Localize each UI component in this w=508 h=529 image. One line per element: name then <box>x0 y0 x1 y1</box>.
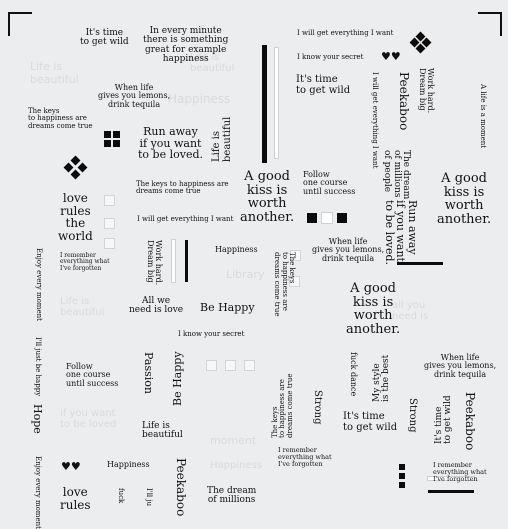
black-bar <box>262 45 267 163</box>
black-bar <box>428 477 474 480</box>
sticker-phrase: Be Happy <box>171 351 184 406</box>
embossed-text: Library <box>226 268 265 281</box>
sticker-phrase: Peekaboo <box>463 392 477 451</box>
sticker-phrase: It's time to get wild <box>296 74 351 96</box>
sticker-phrase: Happiness <box>107 460 150 469</box>
sticker-phrase: Hope <box>31 404 44 434</box>
embossed-text: if you want to be loved <box>60 408 117 430</box>
sticker-phrase: A good kiss is worth another. <box>346 281 401 337</box>
sticker-phrase: I remember everything what I've forgotte… <box>433 461 487 483</box>
sticker-phrase: When life gives you lemons, drink tequil… <box>312 237 385 263</box>
embossed-text: Life is beautiful <box>30 60 79 86</box>
clear-square <box>289 276 300 287</box>
sticker-phrase: Run away if you want to be loved. <box>138 125 203 162</box>
sticker-phrase: Enjoy every moment <box>35 248 43 321</box>
sticker-phrase: A life is a moment <box>479 84 487 149</box>
sticker-phrase: Life is beautiful <box>211 116 233 162</box>
black-bar <box>185 240 188 282</box>
sticker-phrase: It's time to get wild <box>80 28 129 48</box>
sticker-phrase: love rules <box>60 485 91 512</box>
sticker-phrase: When life gives you lemons, drink tequil… <box>98 83 171 109</box>
crop-mark-top-left <box>8 12 32 36</box>
sticker-phrase: Work hard. Dream big <box>417 68 435 114</box>
black-square <box>399 482 405 488</box>
sticker-phrase: I know your secret <box>178 330 245 338</box>
embossed-text: Happiness <box>168 92 231 106</box>
heart-icon: ♥♥ <box>61 460 81 473</box>
crop-mark-top-right <box>478 12 502 36</box>
sticker-phrase: All we need is love <box>129 296 184 316</box>
black-bar <box>275 48 278 158</box>
black-square <box>322 213 332 223</box>
clear-square <box>290 250 301 261</box>
clear-square <box>104 218 115 229</box>
black-square <box>399 464 405 470</box>
sticker-phrase: I remember everything what I've forgotte… <box>278 446 332 468</box>
embossed-text: all you need is <box>392 300 429 322</box>
diamond-shape <box>70 155 81 166</box>
sticker-phrase: The keys to happiness are dreams come tr… <box>28 107 93 130</box>
embossed-text: Life is beautiful <box>60 296 105 318</box>
black-square <box>307 213 317 223</box>
black-square <box>399 473 405 479</box>
diamond-shape <box>63 162 74 173</box>
sticker-phrase: The keys to happiness are dreams come tr… <box>136 180 229 196</box>
sticker-phrase: Peekaboo <box>397 72 411 131</box>
black-bar <box>397 262 443 265</box>
black-square <box>113 131 120 138</box>
sticker-phrase: Work hard. Dream big <box>145 240 163 286</box>
embossed-text: Happiness <box>210 460 263 471</box>
clear-square <box>104 195 115 206</box>
embossed-text: Life is beautiful <box>190 52 235 74</box>
sticker-phrase: My style is the best <box>372 354 392 402</box>
sticker-phrase: Follow one course until success <box>303 170 356 196</box>
sticker-phrase: When life gives you lemons, drink tequil… <box>424 353 497 379</box>
sticker-phrase: I know your secret <box>297 53 364 61</box>
clear-square <box>206 360 217 371</box>
black-bar <box>428 490 474 493</box>
sticker-phrase: Passion <box>142 352 155 394</box>
sticker-phrase: I will get everything I want <box>297 29 394 37</box>
sticker-phrase: I'll just be happy <box>34 337 42 397</box>
clear-square <box>244 360 255 371</box>
diamond-shape <box>70 169 81 180</box>
sticker-phrase: love rules the world <box>58 191 93 243</box>
sticker-phrase: In every minute there is something great… <box>143 26 229 65</box>
sticker-phrase: Happiness <box>215 245 258 254</box>
black-square <box>113 140 120 147</box>
sticker-phrase: I remember everything what I've forgotte… <box>60 252 110 272</box>
sticker-phrase: It's time to get wild <box>343 411 398 433</box>
black-square <box>104 140 111 147</box>
sticker-sheet: Life is beautiful Happiness Library if y… <box>8 12 502 529</box>
black-bar <box>172 240 175 282</box>
sticker-phrase: I'll ju <box>145 488 153 507</box>
sticker-phrase: Strong <box>312 390 323 425</box>
sticker-phrase: fuck dance <box>349 352 358 397</box>
sticker-phrase: Enjoy every moment <box>34 456 42 529</box>
sticker-phrase: A good kiss is worth another. <box>240 169 295 225</box>
sticker-phrase: Strong <box>407 398 418 433</box>
embossed-text: moment <box>210 434 257 447</box>
clear-square <box>104 238 115 249</box>
sticker-phrase: The keys to happiness are dreams come tr… <box>271 373 294 438</box>
sticker-phrase: Follow one course until success <box>66 362 119 388</box>
black-square <box>104 131 111 138</box>
sticker-phrase: A good kiss is worth another. <box>437 171 492 227</box>
black-square <box>337 213 347 223</box>
sticker-phrase: Life is beautiful <box>142 421 183 441</box>
sticker-phrase: Be Happy <box>200 301 255 314</box>
sticker-phrase: The dream of millions of people <box>382 150 411 200</box>
heart-icon: ♥♥ <box>381 50 401 63</box>
sticker-phrase: fuck <box>117 488 125 504</box>
sticker-phrase: Run away if you want to be loved. <box>382 200 419 265</box>
sticker-phrase: I will get everything I want <box>137 215 234 223</box>
sticker-phrase: It's time to get wild <box>434 395 454 444</box>
sticker-phrase: The dream of millions <box>207 486 257 506</box>
clear-square <box>225 360 236 371</box>
sticker-phrase: The keys to happiness are dreams come tr… <box>273 252 296 317</box>
sticker-phrase: I will get everything I want <box>371 72 379 169</box>
diamond-shape <box>77 162 88 173</box>
